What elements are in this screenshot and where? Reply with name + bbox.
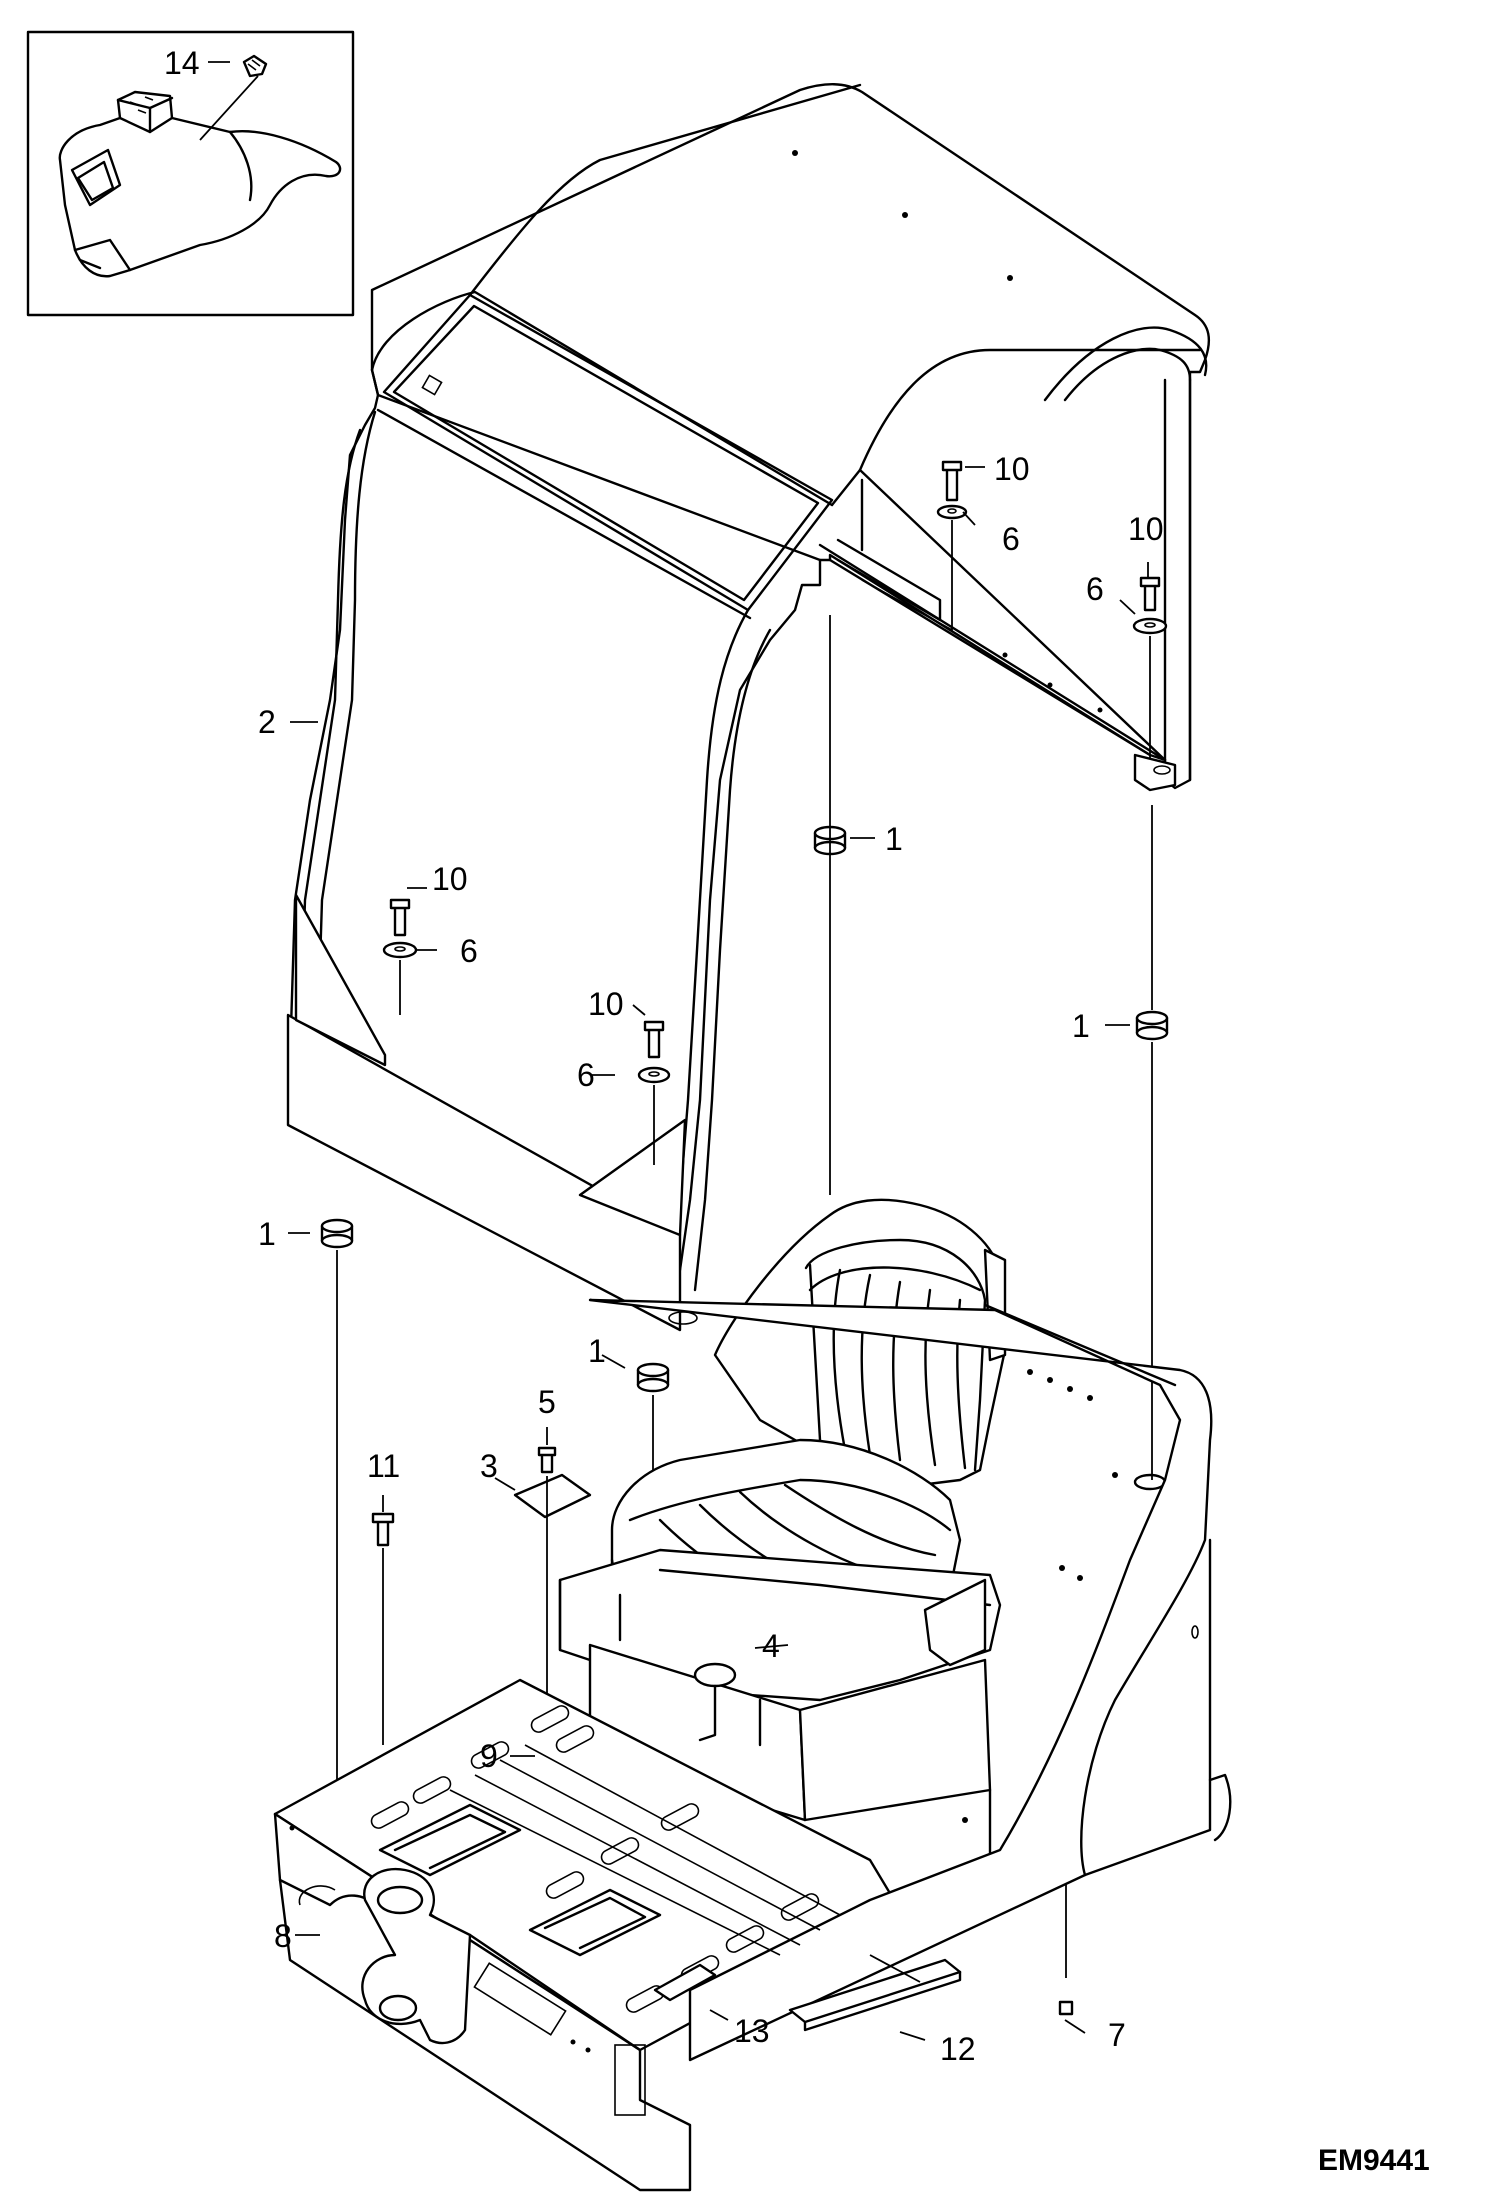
callout-label: 6 [1002,521,1020,557]
callout-label: 6 [460,933,478,969]
callout-label: 1 [885,821,903,857]
callout-label: 1 [1072,1008,1090,1044]
callout-label: 10 [588,986,624,1022]
callout-label: 3 [480,1448,498,1484]
callout-label: 10 [994,451,1030,487]
inset-callout-label: 14 [164,45,200,81]
callout-label: 5 [538,1384,556,1420]
callout-label: 11 [367,1448,400,1484]
figure-code: EM9441 [1318,2144,1430,2177]
leader-lines [208,61,1149,2041]
callout-label: 10 [432,861,468,897]
callout-label: 4 [762,1628,780,1664]
callout-label: 2 [258,704,276,740]
operator-seat [558,1198,1007,1917]
callout-label: 8 [274,1918,292,1954]
floor-plate-base [273,1298,1232,2192]
callout-label: 13 [734,2013,770,2049]
callout-label: 9 [480,1738,498,1774]
callout-label: 7 [1108,2017,1126,2053]
callout-label: 10 [1128,511,1164,547]
callout-label: 12 [940,2031,976,2067]
callout-label: 1 [588,1333,606,1369]
callout-labels: 14 10 6 10 6 2 1 10 6 10 6 1 1 1 5 3 11 … [164,45,1164,2067]
deck-slots [370,1705,841,2013]
inset-console-detail [26,30,355,317]
callout-label: 6 [577,1057,595,1093]
callout-label: 6 [1086,571,1104,607]
canopy-rops [286,83,1211,1332]
callout-label: 1 [258,1216,276,1252]
